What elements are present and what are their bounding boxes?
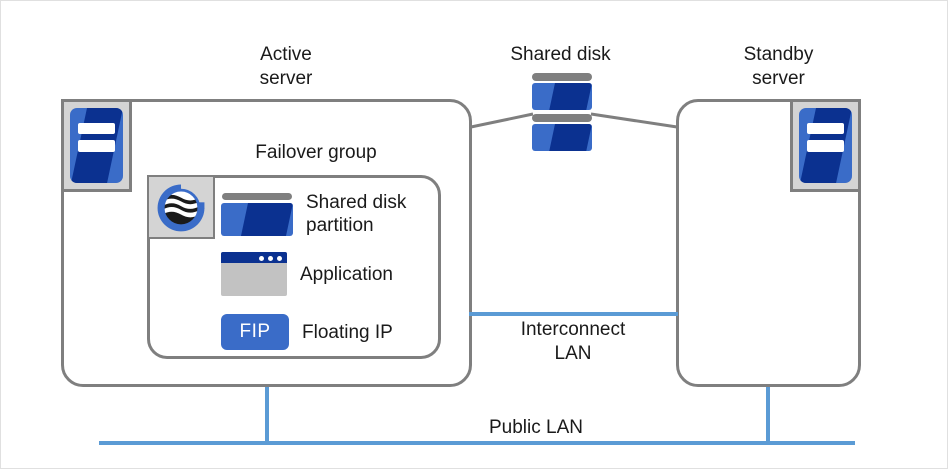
interconnect-lan-label: Interconnect LAN xyxy=(520,319,626,364)
server-chassis xyxy=(70,108,123,183)
application-window-icon xyxy=(221,252,287,296)
shared-disk-icon xyxy=(532,73,592,151)
public-lan-label: Public LAN xyxy=(489,417,583,438)
cluster-g-logo-icon xyxy=(147,175,215,239)
active-server-label: Active server xyxy=(259,44,313,89)
fip-badge-text: FIP xyxy=(239,321,271,342)
resource-label: Application xyxy=(300,263,393,285)
interconnect-lan-line xyxy=(469,312,678,316)
failover-group-title: Failover group xyxy=(255,142,377,163)
fip-icon: FIP xyxy=(221,314,289,350)
server-chassis xyxy=(799,108,852,183)
standby-server-icon xyxy=(790,99,861,192)
resource-label: Floating IP xyxy=(302,321,393,343)
resource-row-floating-ip[interactable]: FIP Floating IP xyxy=(221,314,393,350)
shared-disk-label: Shared disk xyxy=(510,44,611,65)
disk-unit-lower xyxy=(532,114,592,151)
resource-label: Shared disk partition xyxy=(306,192,407,236)
active-server-public-lan-drop xyxy=(265,387,269,443)
server-bay-bar xyxy=(78,140,115,152)
server-bay-bar xyxy=(78,123,115,135)
resource-row-application[interactable]: Application xyxy=(221,252,393,296)
server-bay-bar xyxy=(807,140,844,152)
disk-partition-icon xyxy=(221,192,293,236)
standby-server-label: Standby server xyxy=(743,44,814,89)
standby-server-public-lan-drop xyxy=(766,387,770,443)
active-server-icon xyxy=(61,99,132,192)
server-bay-bar xyxy=(807,123,844,135)
disk-unit-upper xyxy=(532,73,592,110)
resource-row-shared-disk-partition[interactable]: Shared disk partition xyxy=(221,191,406,237)
public-lan-line xyxy=(99,441,855,445)
